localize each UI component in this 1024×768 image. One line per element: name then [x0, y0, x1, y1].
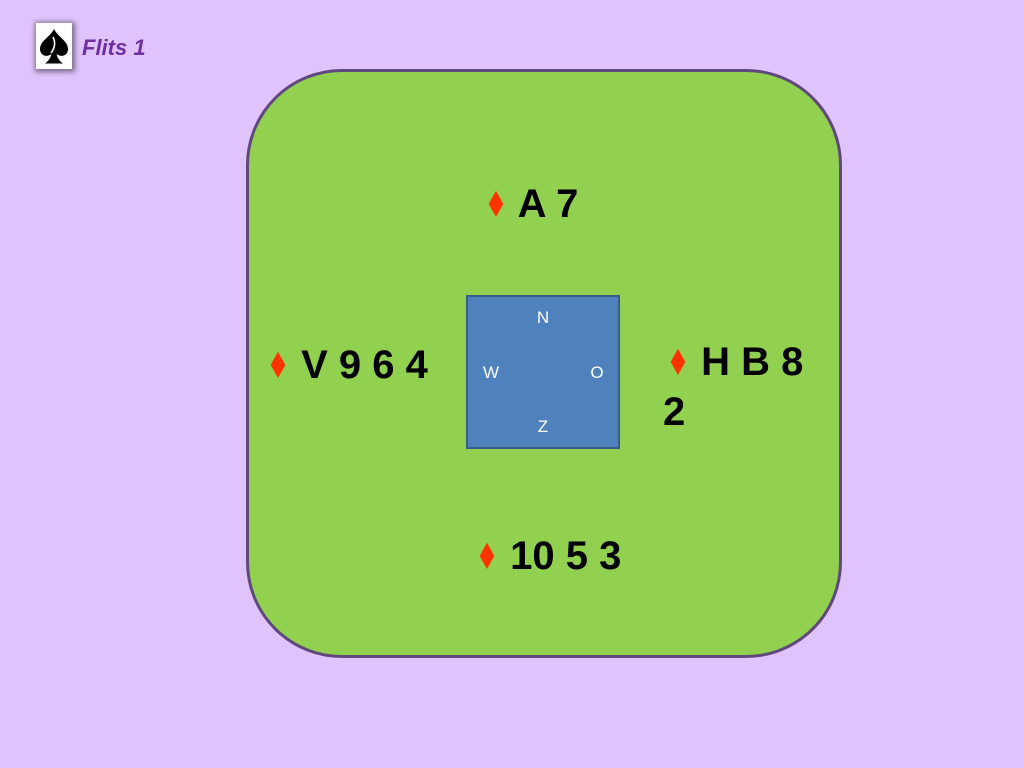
compass-east: O [590, 363, 604, 382]
hand-west-cards: V 9 6 4 [301, 343, 428, 387]
compass: N W O Z [466, 295, 620, 449]
diamond-suit-icon: ♦ [484, 185, 508, 226]
diamond-suit-icon: ♦ [666, 343, 690, 384]
diamond-suit-icon: ♦ [475, 537, 499, 578]
slide-title: Flits 1 [82, 35, 146, 60]
diamond-suit-icon: ♦ [266, 346, 290, 387]
hand-south: ♦ 10 5 3 [472, 532, 621, 582]
spade-logo [36, 23, 72, 69]
hand-south-cards: 10 5 3 [510, 534, 622, 578]
hand-east: ♦ H B 8 2 [663, 338, 813, 436]
compass-north: N [536, 308, 550, 327]
compass-west: W [482, 363, 500, 382]
hand-north: ♦ A 7 [481, 180, 578, 230]
hand-east-cards: H B 8 2 [663, 340, 804, 434]
compass-south: Z [537, 417, 549, 436]
hand-west: ♦ V 9 6 4 [263, 341, 428, 391]
spade-icon [40, 29, 68, 64]
hand-north-cards: A 7 [517, 182, 579, 226]
